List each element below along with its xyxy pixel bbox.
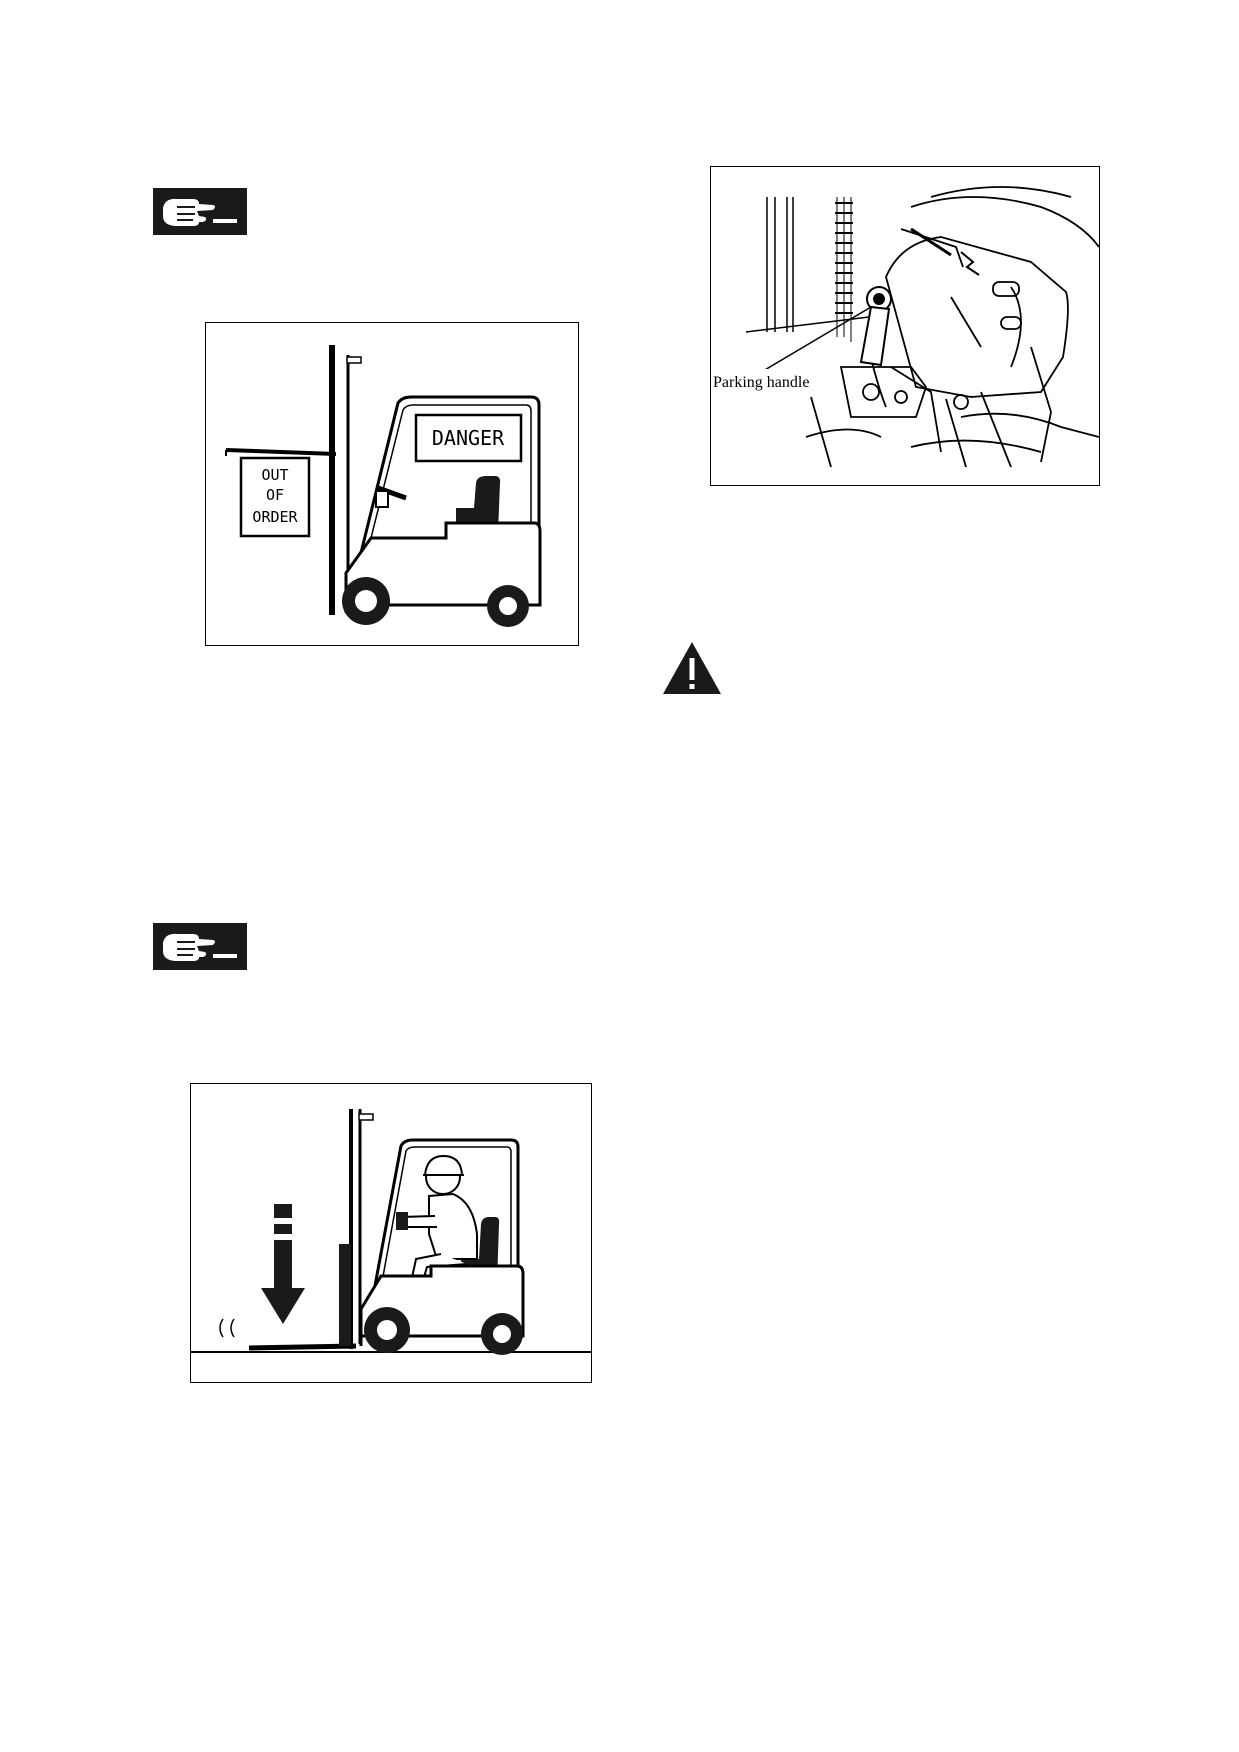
out-of-order-forklift-figure: OUT OF ORDER DANGER (205, 322, 579, 646)
warning-triangle-icon (661, 640, 723, 696)
pointing-hand-icon (153, 188, 247, 235)
pointing-hand-icon (153, 923, 247, 970)
out-of-order-sign-line-1: OUT (261, 466, 288, 484)
lower-forks-figure (190, 1083, 592, 1383)
parking-handle-figure: Parking handle (710, 166, 1100, 486)
out-of-order-sign-line-3: ORDER (252, 508, 298, 526)
parking-handle-label: Parking handle (713, 374, 809, 391)
danger-sign: DANGER (432, 426, 505, 450)
out-of-order-sign-line-2: OF (266, 486, 284, 504)
